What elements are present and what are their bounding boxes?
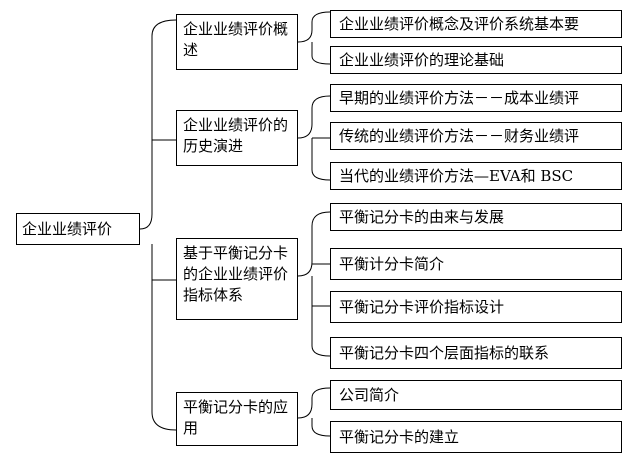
branch-node-overview: 企业业绩评价概述 [176,14,298,70]
brace-root-lower [151,244,177,431]
leaf-label: 平衡记分卡的建立 [339,427,460,446]
leaf-label: 平衡记分卡的由来与发展 [339,207,505,226]
leaf-node: 传统的业绩评价方法－－财务业绩评 [330,122,622,150]
leaf-node: 企业业绩评价概念及评价系统基本要 [330,10,622,38]
root-label: 企业业绩评价 [22,219,113,238]
leaf-label: 传统的业绩评价方法－－财务业绩评 [339,126,580,145]
leaf-node: 公司简介 [330,380,622,410]
leaf-label: 平衡记分卡四个层面指标的联系 [339,343,550,362]
branch-label: 企业业绩评价概述 [183,20,289,59]
leaf-node: 企业业绩评价的理论基础 [330,46,622,74]
leaf-label: 公司简介 [339,385,400,404]
branch-label: 企业业绩评价的历史演进 [183,116,289,155]
leaf-label: 平衡记分卡评价指标设计 [339,297,505,316]
leaf-node: 平衡记分卡的建立 [330,421,622,453]
leaf-label: 企业业绩评价的理论基础 [339,50,505,69]
brace-b1 [297,11,331,65]
branch-node-application: 平衡记分卡的应用 [176,392,298,446]
brace-b4 [297,387,331,437]
leaf-node: 平衡记分卡评价指标设计 [330,291,622,323]
leaf-label: 企业业绩评价概念及评价系统基本要 [339,14,580,33]
leaf-node: 平衡计分卡简介 [330,248,622,280]
branch-node-history: 企业业绩评价的历史演进 [176,110,298,166]
branch-label: 基于平衡记分卡的企业业绩评价指标体系 [183,244,289,304]
branch-node-indicator-system: 基于平衡记分卡的企业业绩评价指标体系 [176,238,298,320]
leaf-label: 平衡计分卡简介 [339,254,445,273]
leaf-node: 当代的业绩评价方法—EVA和 BSC [330,162,622,190]
root-node: 企业业绩评价 [16,213,140,245]
leaf-node: 早期的业绩评价方法－－成本业绩评 [330,84,622,112]
leaf-label: 当代的业绩评价方法—EVA和 BSC [339,166,574,185]
branch-label: 平衡记分卡的应用 [183,398,289,437]
brace-root [139,19,177,230]
brace-b2 [297,95,331,181]
brace-b3 [297,211,331,357]
leaf-label: 早期的业绩评价方法－－成本业绩评 [339,88,580,107]
leaf-node: 平衡记分卡的由来与发展 [330,203,622,231]
leaf-node: 平衡记分卡四个层面指标的联系 [330,337,622,369]
